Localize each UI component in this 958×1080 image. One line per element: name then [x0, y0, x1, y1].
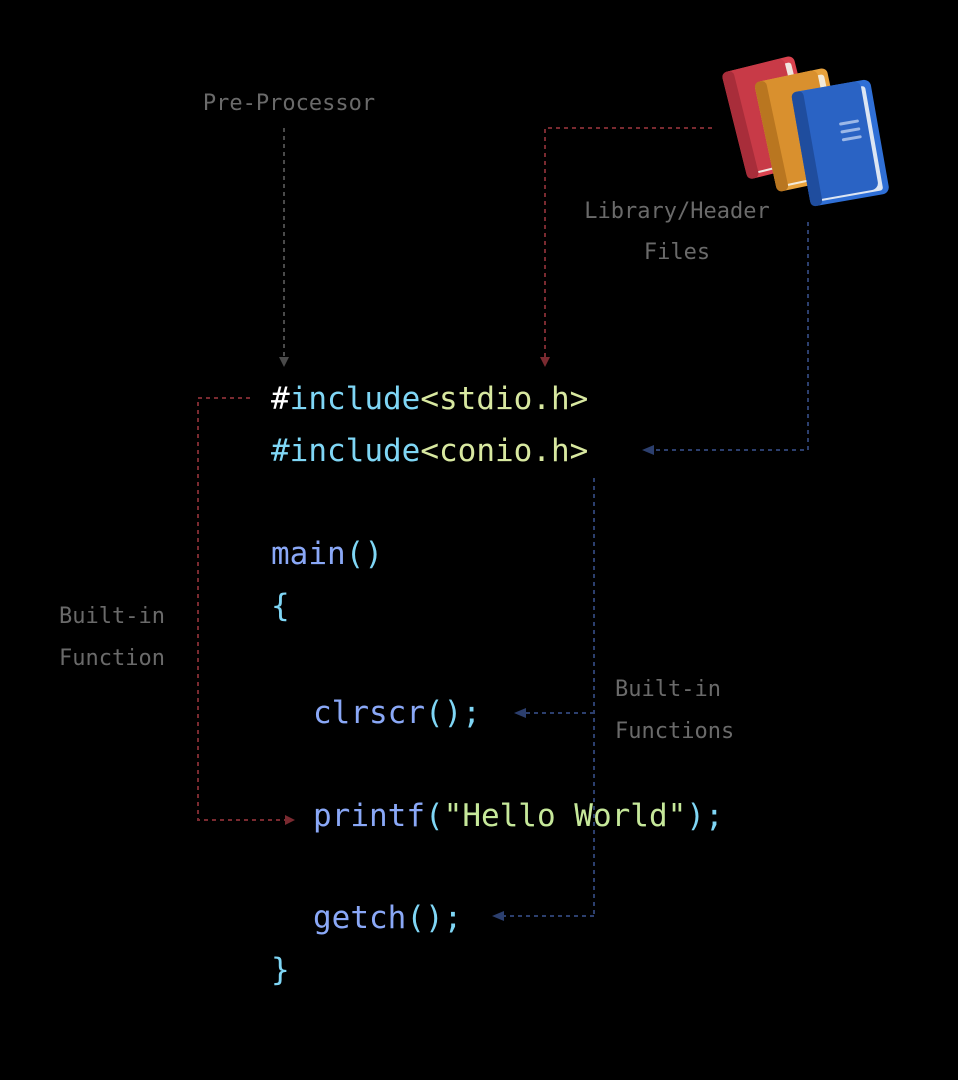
library-arrow-stdio	[540, 127, 712, 367]
builtin-functions-label-line2: Functions	[615, 719, 734, 744]
code-line-include-stdio: #include<stdio.h>	[271, 381, 588, 417]
builtin-functions-label-line1: Built-in	[615, 677, 721, 702]
code-line-include-conio: #include<conio.h>	[271, 433, 588, 469]
builtin-function-label-line1: Built-in	[59, 604, 165, 629]
code-line-clrscr: clrscr();	[313, 695, 481, 731]
code-line-close-brace: }	[271, 952, 290, 988]
builtin-function-label-line2: Function	[59, 646, 165, 671]
books-icon	[722, 56, 889, 207]
code-line-getch: getch();	[313, 900, 462, 936]
library-arrow-conio	[642, 222, 809, 455]
code-line-printf: printf("Hello World");	[313, 798, 724, 834]
library-label-line1: Library/Header	[584, 199, 769, 224]
builtin-function-arrow-printf	[197, 397, 295, 825]
code-line-open-brace: {	[271, 588, 290, 624]
code-line-main: main()	[271, 536, 383, 572]
library-label-line2: Files	[644, 240, 710, 265]
preprocessor-label: Pre-Processor	[203, 91, 375, 116]
